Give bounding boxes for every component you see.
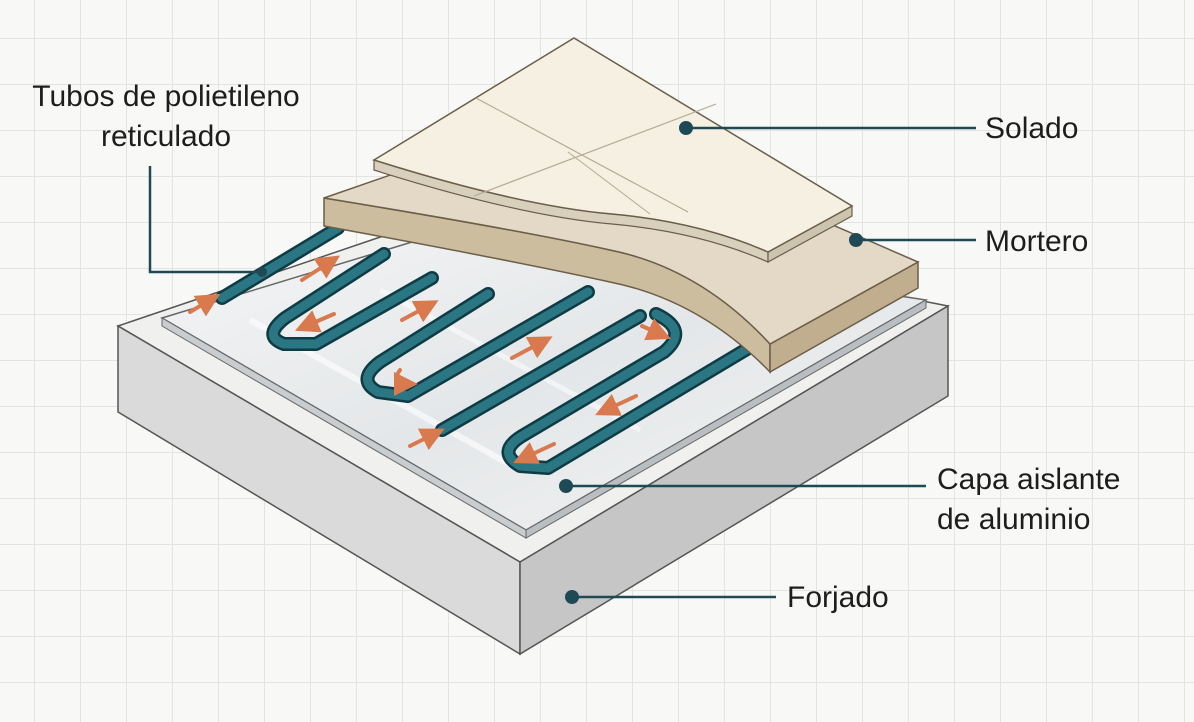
label-forjado: Forjado [787,581,889,614]
leader-dot-tubos [257,267,267,277]
flow-arrows [188,255,671,464]
tile-joint [473,103,717,197]
flow-arrow [188,293,221,317]
flow-arrow [408,428,445,451]
solado-top [372,37,854,253]
pex-pipe-loop [215,221,759,475]
leader-dots [257,121,863,604]
flow-arrow [513,442,556,464]
foil-edge-right [525,299,927,539]
flow-arrow [294,310,336,333]
label-capa-line1: Capa aislante [937,463,1121,496]
label-solado: Solado [985,112,1079,145]
pipe-body [217,223,757,473]
tile-joint [567,151,651,215]
flow-arrow [640,318,671,341]
label-capa-line2: de aluminio [937,503,1091,536]
flow-arrow [595,394,638,416]
label-mortero: Mortero [985,225,1089,258]
flow-arrow [300,255,341,282]
leader-dot-capa [559,479,573,493]
label-tubos-line1: Tubos de polietileno [32,80,300,113]
forjado-right-face [519,304,949,656]
flow-arrow-turn [393,368,418,396]
leader-lines [148,126,976,599]
leader-dot-solado [679,121,693,135]
leader-dot-forjado [565,590,579,604]
label-tubos-line2: reticulado [100,120,232,153]
label-tubos-polietileno: Tubos de polietileno reticulado [8,77,324,157]
leader-tubos [148,166,262,274]
leader-dot-mortero [849,233,863,247]
flow-arrow [400,300,439,323]
label-capa-aislante: Capa aislante de aluminio [937,460,1120,540]
solado-layer [372,37,854,264]
flow-arrow [510,336,553,360]
